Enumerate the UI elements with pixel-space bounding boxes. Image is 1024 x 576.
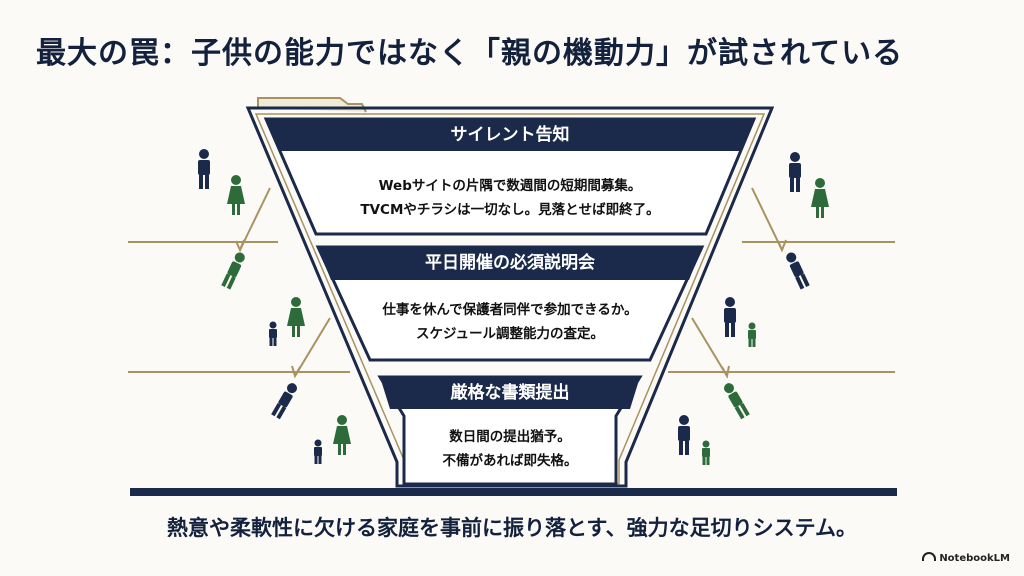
notebooklm-icon <box>922 552 937 561</box>
person-navy-icon <box>198 149 210 189</box>
person-green-icon <box>227 175 245 215</box>
stage-3-line-1: 数日間の提出猶予。 <box>449 429 571 445</box>
stage-3-line-2: 不備があれば即失格。 <box>442 453 578 469</box>
stage-2-line-2: スケジュール調整能力の査定。 <box>415 326 605 342</box>
parent-child-icon <box>724 297 736 337</box>
funnel-outline <box>245 106 775 488</box>
parent-child-icon <box>678 415 690 455</box>
summary-caption: 熱意や柔軟性に欠ける家庭を事前に振り落とす、強力な足切りシステム。 <box>166 516 858 540</box>
person-green-icon <box>811 178 829 218</box>
gold-dividers <box>128 241 895 373</box>
brand-name: NotebookLM <box>939 553 1010 564</box>
parent-child-icon <box>287 297 305 337</box>
stage-2-line-1: 仕事を休んで保護者同伴で参加できるか。 <box>382 302 638 318</box>
stage-2-description: 仕事を休んで保護者同伴で参加できるか。 スケジュール調整能力の査定。 <box>340 298 680 346</box>
ground-bar <box>130 488 897 496</box>
brand-logo: NotebookLM <box>922 552 1010 564</box>
stage-1-description: Webサイトの片隅で数週間の短期間募集。 TVCMやチラシは一切なし。見落とせば… <box>300 174 720 222</box>
stage-3-description: 数日間の提出猶予。 不備があれば即失格。 <box>410 425 610 473</box>
parent-child-icon <box>333 415 351 455</box>
stage-2-header <box>318 247 702 280</box>
stage-1-header <box>266 119 754 151</box>
falling-person-icon <box>784 250 810 290</box>
person-navy-icon <box>789 152 801 192</box>
stage-3-header <box>380 377 640 409</box>
stage-3-heading: 厳格な書類提出 <box>450 383 570 403</box>
page-title: 最大の罠：子供の能力ではなく「親の機動力」が試されている <box>36 36 904 71</box>
falling-person-icon <box>271 381 299 420</box>
stage-2-heading: 平日開催の必須説明会 <box>425 253 595 273</box>
stage-1-line-1: Webサイトの片隅で数週間の短期間募集。 <box>378 178 642 194</box>
stage-1-heading: サイレント告知 <box>450 125 570 145</box>
falling-person-icon <box>722 381 750 420</box>
falling-person-icon <box>221 250 247 290</box>
folder-tab <box>257 97 367 113</box>
stage-1-line-2: TVCMやチラシは一切なし。見落とせば即終了。 <box>360 202 660 218</box>
arrows <box>235 187 787 379</box>
